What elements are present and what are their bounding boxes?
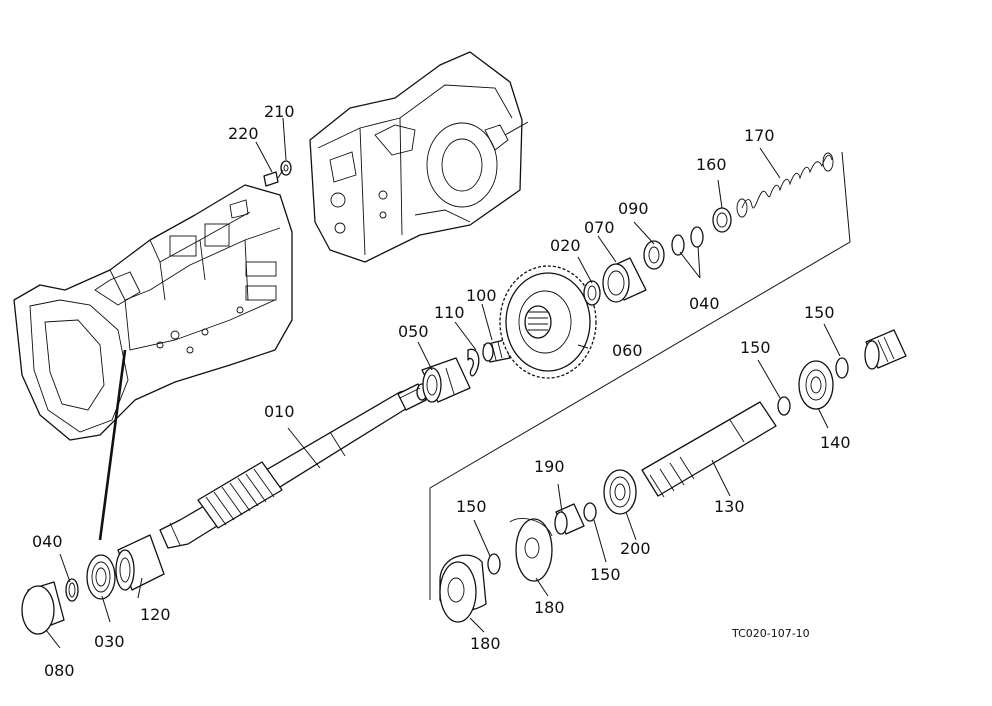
- callout-010: 010: [264, 402, 295, 421]
- gear-060: [499, 265, 597, 379]
- callout-110: 110: [434, 303, 465, 322]
- lower-shaft-assembly: [439, 329, 907, 623]
- callout-220: 220: [228, 124, 259, 143]
- callout-200: 200: [620, 539, 651, 558]
- callout-100: 100: [466, 286, 497, 305]
- coupler-and-ring: [421, 339, 511, 403]
- callout-030: 030: [94, 632, 125, 651]
- callout-170: 170: [744, 126, 775, 145]
- callout-150-c: 150: [590, 565, 621, 584]
- callout-190: 190: [534, 457, 565, 476]
- front-transmission-case: [13, 184, 293, 541]
- callout-080: 080: [44, 661, 75, 680]
- callout-140: 140: [820, 433, 851, 452]
- bolt-and-washer: [263, 160, 292, 187]
- callout-150-d: 150: [456, 497, 487, 516]
- callout-160: 160: [696, 155, 727, 174]
- callout-090: 090: [618, 199, 649, 218]
- callout-210: 210: [264, 102, 295, 121]
- callout-020: 020: [550, 236, 581, 255]
- front-end-parts: [21, 534, 165, 635]
- callout-040-top: 040: [689, 294, 720, 313]
- callout-040-left: 040: [32, 532, 63, 551]
- part-callouts: 210 220 010 050 110 100 020 070 090 060 …: [32, 102, 851, 680]
- callout-060: 060: [612, 341, 643, 360]
- leader-lines: [45, 117, 841, 649]
- callout-130: 130: [714, 497, 745, 516]
- assembly-guide-lines: [429, 151, 851, 600]
- rear-transmission-case: [309, 51, 529, 263]
- callout-150-b: 150: [804, 303, 835, 322]
- callout-180-b: 180: [470, 634, 501, 653]
- upper-shaft-parts: [583, 152, 834, 306]
- callout-070: 070: [584, 218, 615, 237]
- callout-180-a: 180: [534, 598, 565, 617]
- callout-150-a: 150: [740, 338, 771, 357]
- callout-120: 120: [140, 605, 171, 624]
- callout-050: 050: [398, 322, 429, 341]
- drawing-code: TC020-107-10: [731, 627, 810, 640]
- main-shaft: [159, 383, 428, 549]
